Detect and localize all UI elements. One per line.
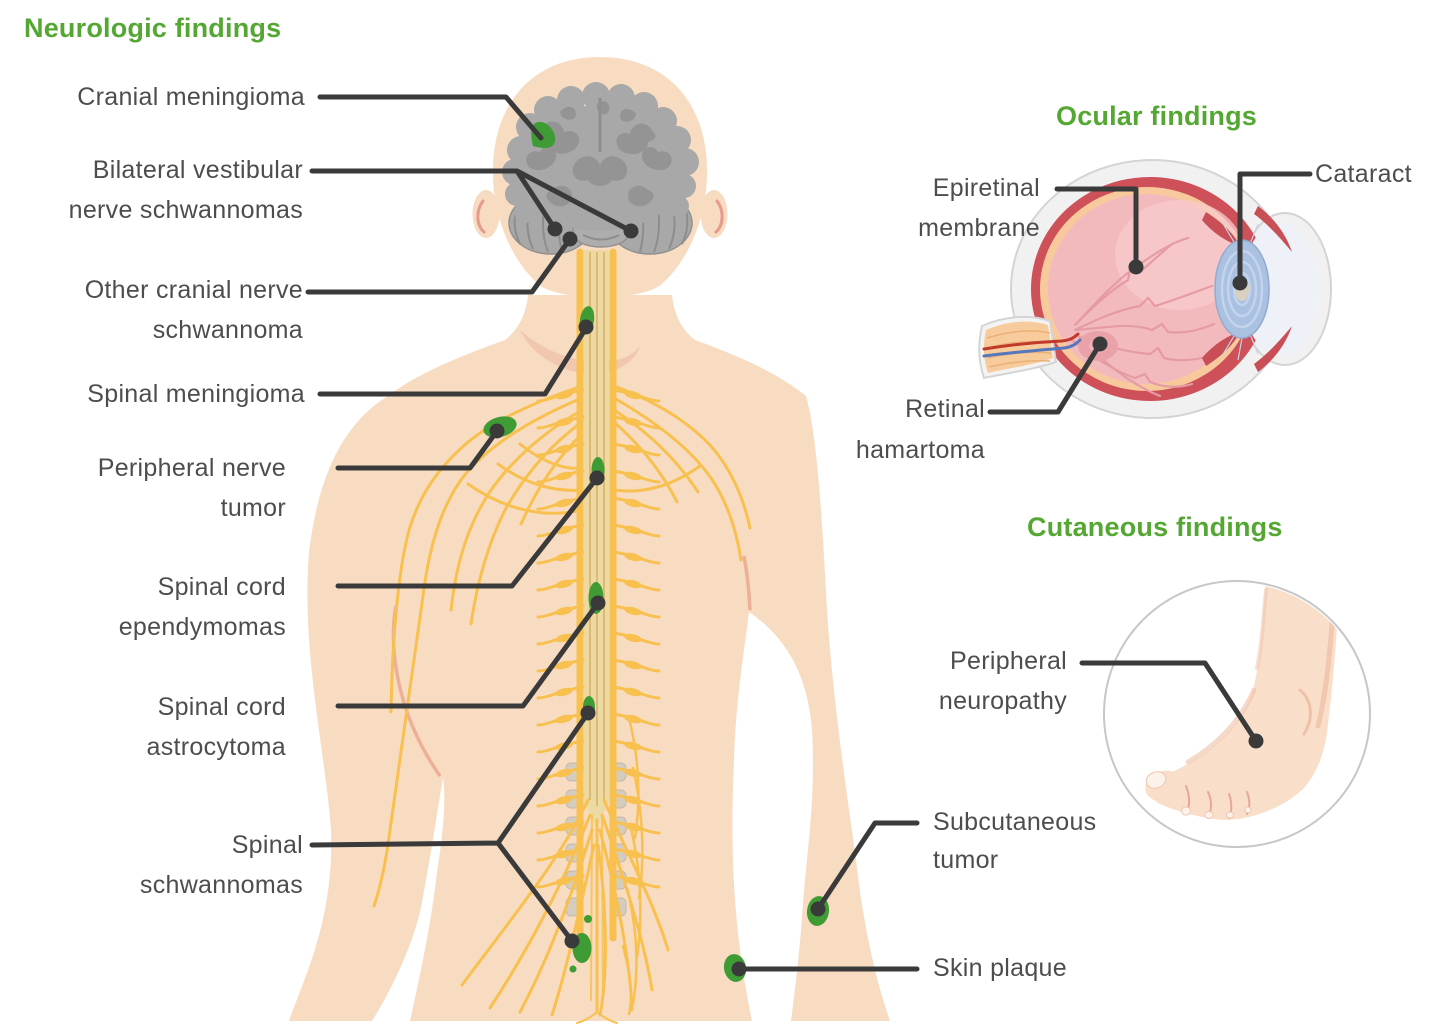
leader-peripheral-nerve-tumor <box>335 428 500 471</box>
label-skin-plaque: Skin plaque <box>933 954 1067 982</box>
leader-epiretinal <box>1054 186 1139 270</box>
section-title-cutaneous: Cutaneous findings <box>1027 512 1283 542</box>
label-spinal-meningioma: Spinal meningioma <box>87 380 305 408</box>
leader-bilateral-vestibular <box>309 168 634 234</box>
label-bilateral-vestibular-nerve-schwannomas: Bilateral vestibular nerve schwannomas <box>68 156 303 224</box>
right-ear-fold <box>714 199 724 234</box>
label-epiretinal-membrane: Epiretinal membrane <box>918 174 1040 242</box>
foot <box>1149 583 1340 820</box>
leader-lines <box>305 94 1313 972</box>
central-retinal-artery <box>982 332 1080 351</box>
leader-retinal-hamartoma <box>987 341 1103 415</box>
right-arm-crease <box>742 555 752 611</box>
label-subcutaneous-tumor: Subcutaneous tumor <box>933 808 1097 874</box>
toenails <box>1145 771 1252 819</box>
right-armpit-gap <box>732 612 813 1021</box>
section-title-neurologic: Neurologic findings <box>24 13 282 43</box>
label-cranial-meningioma: Cranial meningioma <box>77 83 305 111</box>
label-retinal-hamartoma: Retinal hamartoma <box>855 395 985 464</box>
brain <box>502 82 699 255</box>
label-spinal-cord-ependymomas: Spinal cord ependymomas <box>118 573 286 641</box>
flank-nerves <box>621 716 644 1016</box>
leader-cranial-meningioma <box>317 94 544 141</box>
leader-cataract <box>1237 171 1313 286</box>
leader-spinal-meningioma <box>317 325 589 397</box>
leader-spinal-schwannomas <box>309 710 591 944</box>
leader-other-cranial <box>305 236 573 295</box>
central-retinal-vein <box>982 338 1082 358</box>
leader-peripheral-neuropathy <box>1079 660 1259 744</box>
section-title-ocular: Ocular findings <box>1056 101 1258 131</box>
cranial-meningioma-marker <box>531 121 556 149</box>
label-peripheral-neuropathy: Peripheral neuropathy <box>938 647 1067 715</box>
leader-ependymomas <box>335 475 600 589</box>
label-spinal-cord-astrocytoma: Spinal cord astrocytoma <box>146 693 286 761</box>
label-spinal-schwannomas: Spinal schwannomas <box>139 831 303 899</box>
spinal-cord <box>460 248 670 1024</box>
leader-subcutaneous-tumor <box>815 820 920 912</box>
leader-astrocytoma <box>335 600 601 709</box>
leader-dots <box>489 221 1264 977</box>
label-other-cranial-nerve-schwannoma: Other cranial nerve schwannoma <box>84 276 303 344</box>
left-armpit-gap <box>372 778 445 1021</box>
label-peripheral-nerve-tumor: Peripheral nerve tumor <box>97 454 286 522</box>
label-cataract: Cataract <box>1315 160 1412 188</box>
eye-diagram <box>978 159 1332 419</box>
left-ear-fold <box>476 199 486 234</box>
